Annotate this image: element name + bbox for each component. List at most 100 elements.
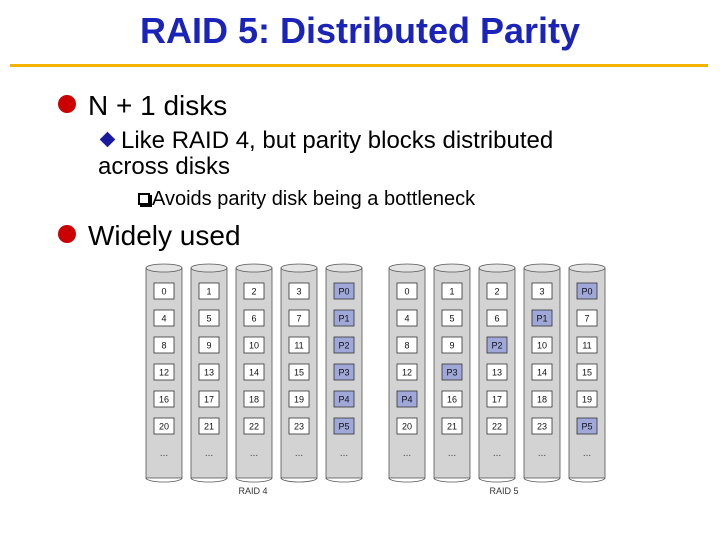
raid4-block-label: P5	[338, 422, 349, 432]
red-dot-bullet-icon	[58, 95, 76, 113]
raid5-block-label: 23	[537, 422, 547, 432]
raid5-disk-bottom	[568, 477, 606, 483]
raid5-block-label: 15	[582, 368, 592, 378]
raid4-ellipsis: ...	[160, 448, 168, 459]
raid5-block	[576, 309, 598, 327]
raid5-block-label: P0	[581, 287, 592, 297]
raid5-block	[441, 363, 463, 381]
bullet-n-plus-1: N + 1 disks	[58, 90, 227, 122]
raid5-block	[441, 282, 463, 300]
raid4-block-label: 1	[206, 287, 211, 297]
raid4-block-label: 0	[161, 287, 166, 297]
raid4-block-label: P3	[338, 368, 349, 378]
raid5-block	[396, 309, 418, 327]
raid4-block	[288, 417, 310, 435]
raid4-block	[153, 363, 175, 381]
raid5-block-label: 2	[494, 287, 499, 297]
bullet-widely-used: Widely used	[58, 220, 241, 252]
raid4-block-label: 13	[204, 368, 214, 378]
raid4-caption: RAID 4	[238, 486, 267, 496]
raid4-block	[288, 390, 310, 408]
raid4-ellipsis: ...	[295, 448, 303, 459]
raid5-block-label: P2	[491, 341, 502, 351]
raid4-block	[333, 363, 355, 381]
raid4-disk-top	[325, 263, 363, 273]
raid5-block-label: 9	[449, 341, 454, 351]
raid5-block	[531, 363, 553, 381]
raid4-block	[198, 417, 220, 435]
raid5-disk-bottom	[478, 477, 516, 483]
raid4-disk-bottom	[325, 477, 363, 483]
raid4-block	[153, 417, 175, 435]
raid4-block-label: P4	[338, 395, 349, 405]
raid4-block	[243, 282, 265, 300]
raid4-block-label: P1	[338, 314, 349, 324]
raid4-disk-bottom	[145, 477, 183, 483]
raid5-block	[576, 417, 598, 435]
raid5-disk-top	[388, 263, 426, 273]
raid5-block	[486, 309, 508, 327]
raid4-block	[153, 390, 175, 408]
raid4-ellipsis: ...	[250, 448, 258, 459]
raid5-block-label: 1	[449, 287, 454, 297]
raid5-block	[441, 309, 463, 327]
raid4-block	[288, 282, 310, 300]
raid4-block	[333, 336, 355, 354]
raid4-block	[333, 282, 355, 300]
raid4-block	[333, 309, 355, 327]
raid5-block	[576, 390, 598, 408]
raid5-disk-bottom	[433, 477, 471, 483]
raid4-disk-bottom	[235, 477, 273, 483]
raid5-ellipsis: ...	[403, 448, 411, 459]
raid5-block	[531, 390, 553, 408]
raid4-block-label: P2	[338, 341, 349, 351]
raid4-block	[243, 390, 265, 408]
raid4-block-label: 14	[249, 368, 259, 378]
raid4-block	[333, 390, 355, 408]
bullet-like-raid4: Like RAID 4, but parity blocks distribut…	[98, 128, 553, 180]
slide-title: RAID 5: Distributed Parity	[139, 10, 581, 51]
raid5-block-label: P5	[581, 422, 592, 432]
raid5-block-label: 19	[582, 395, 592, 405]
raid4-block	[198, 390, 220, 408]
raid4-block-label: 5	[206, 314, 211, 324]
raid4-block-label: 20	[159, 422, 169, 432]
square-bullet-icon	[138, 193, 150, 205]
raid4-block	[243, 417, 265, 435]
raid4-disk-bottom	[190, 477, 228, 483]
raid4-block-label: 22	[249, 422, 259, 432]
raid5-disk-bottom	[523, 477, 561, 483]
bullet-text: N + 1 disks	[88, 90, 228, 121]
raid5-disk-top	[523, 263, 561, 273]
raid4-block-label: 9	[206, 341, 211, 351]
raid5-block	[486, 282, 508, 300]
raid4-disk-top	[145, 263, 183, 273]
raid4-block-label: 7	[296, 314, 301, 324]
raid5-block-label: P1	[536, 314, 547, 324]
raid5-ellipsis: ...	[448, 448, 456, 459]
raid4-block	[198, 363, 220, 381]
raid5-block	[486, 336, 508, 354]
raid5-ellipsis: ...	[493, 448, 501, 459]
raid4-block-label: 3	[296, 287, 301, 297]
red-dot-bullet-icon	[58, 225, 76, 243]
raid4-block	[243, 363, 265, 381]
raid5-disk-top	[433, 263, 471, 273]
raid5-block-label: 10	[537, 341, 547, 351]
raid4-block-label: 17	[204, 395, 214, 405]
raid5-block-label: 11	[582, 341, 591, 351]
raid5-block	[486, 363, 508, 381]
bullet-avoids-bottleneck: Avoids parity disk being a bottleneck	[138, 188, 475, 211]
raid5-block	[531, 417, 553, 435]
raid5-block	[396, 363, 418, 381]
raid5-block	[531, 309, 553, 327]
title-underline	[10, 64, 708, 67]
raid4-block	[198, 336, 220, 354]
raid5-block-label: 8	[404, 341, 409, 351]
raid5-block-label: 22	[492, 422, 502, 432]
raid4-disk-bottom	[280, 477, 318, 483]
raid4-block	[153, 282, 175, 300]
raid5-block	[531, 282, 553, 300]
raid5-disk-top	[568, 263, 606, 273]
raid5-block-label: 20	[402, 422, 412, 432]
